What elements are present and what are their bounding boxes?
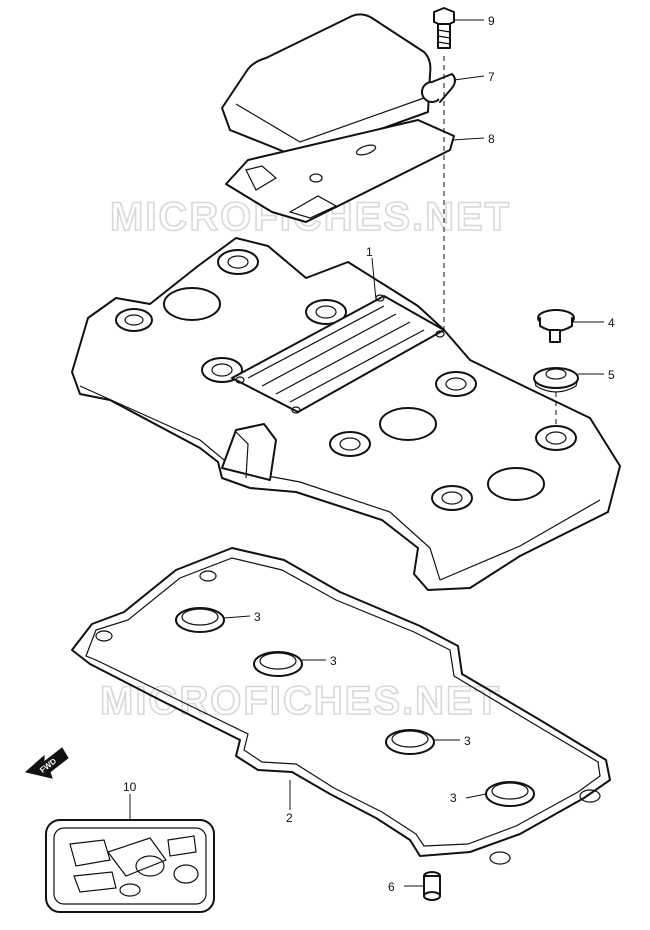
breather-gasket-part: [225, 119, 455, 223]
leader-lines: [129, 19, 604, 887]
callout-7: 7: [488, 70, 495, 84]
callout-8: 8: [488, 132, 495, 146]
callout-10: 10: [123, 780, 137, 794]
forward-arrow-icon: FWD: [24, 747, 69, 779]
watermark-bottom: MICROFICHES.NET: [100, 679, 501, 723]
plug-seal-part-1: [175, 607, 225, 633]
callout-3-fourth: 3: [450, 791, 457, 805]
callout-1: 1: [366, 245, 373, 259]
callout-3-third: 3: [464, 734, 471, 748]
callout-3-second: 3: [330, 654, 337, 668]
callout-9: 9: [488, 14, 495, 28]
plug-seal-part-2: [253, 651, 303, 677]
breather-cover-part: [221, 13, 456, 159]
gasket-set-part: [45, 819, 215, 913]
bolt-part: [433, 7, 455, 49]
callout-6: 6: [388, 880, 395, 894]
callout-4: 4: [608, 316, 615, 330]
callout-3-first: 3: [254, 610, 261, 624]
plug-seal-part-4: [485, 781, 535, 807]
cap-bolt-part: [537, 309, 575, 343]
grommet-part: [533, 367, 579, 393]
cylinder-head-cover-part: [71, 237, 621, 591]
callout-2: 2: [286, 811, 293, 825]
callout-5: 5: [608, 368, 615, 382]
plug-seal-part-3: [385, 729, 435, 755]
head-cover-gasket-part: [71, 547, 611, 865]
dowel-part: [423, 871, 441, 901]
